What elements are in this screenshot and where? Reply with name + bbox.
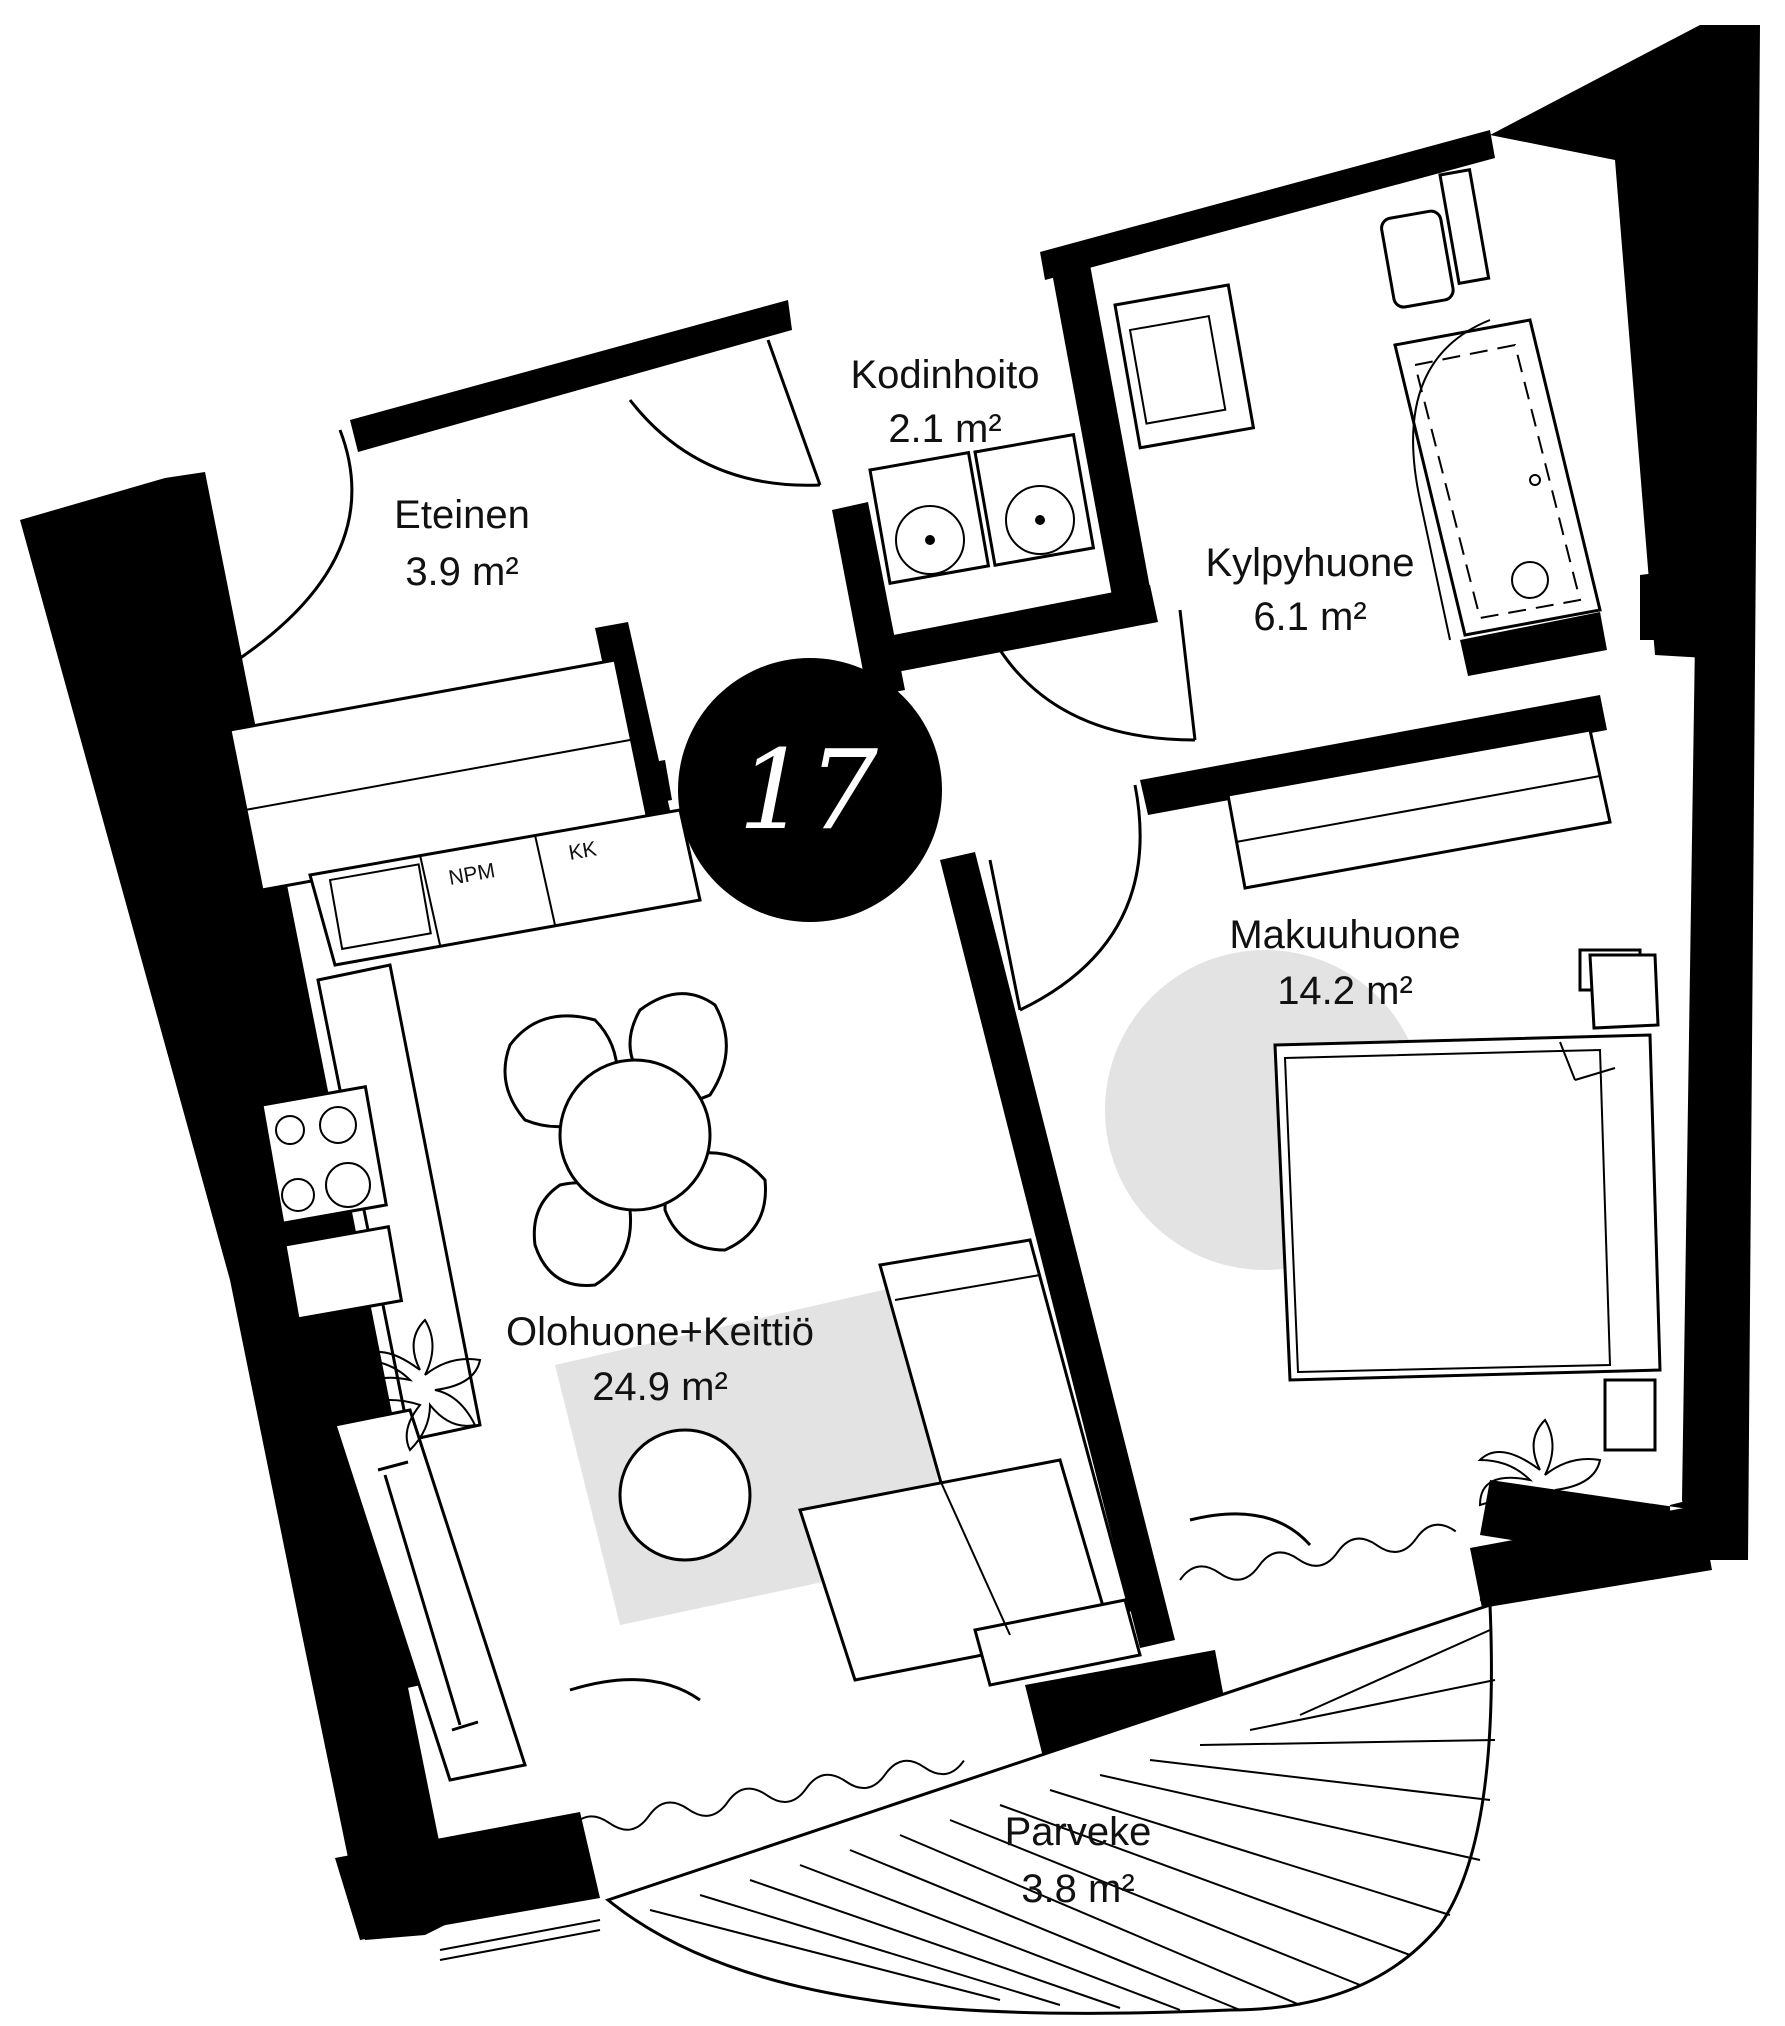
room-label-parveke: Parveke 3.8 m² <box>1005 1810 1152 1911</box>
plant-bedroom <box>1477 1418 1602 1552</box>
room-area: 14.2 m² <box>1277 969 1413 1013</box>
kitchen-counter <box>260 963 482 1442</box>
bed <box>1273 948 1662 1452</box>
plant-living <box>357 1318 482 1452</box>
bathtub <box>1393 318 1602 637</box>
room-name: Olohuone+Keittiö <box>506 1310 814 1354</box>
room-area: 3.9 m² <box>405 550 518 594</box>
sink <box>1113 283 1256 450</box>
room-label-kylpyhuone: Kylpyhuone 6.1 m² <box>1205 541 1414 639</box>
appliance-bay: NPM KK <box>308 808 702 967</box>
stove <box>260 1085 388 1225</box>
room-area: 24.9 m² <box>592 1365 728 1409</box>
apartment-number: 17 <box>738 726 878 854</box>
windows <box>439 1559 1641 1961</box>
kk-label: KK <box>567 837 599 865</box>
room-area: 3.8 m² <box>1021 1867 1134 1911</box>
apartment-number-badge: 17 <box>678 658 942 922</box>
room-label-olohuone: Olohuone+Keittiö 24.9 m² <box>506 1310 814 1409</box>
room-label-makuuhuone: Makuuhuone 14.2 m² <box>1229 913 1460 1013</box>
toilet <box>1380 168 1491 309</box>
sofa <box>798 1238 1142 1687</box>
nightstand <box>1588 953 1660 1030</box>
room-name: Kylpyhuone <box>1205 541 1414 585</box>
room-name: Parveke <box>1005 1810 1152 1854</box>
room-name: Kodinhoito <box>850 353 1039 397</box>
balcony <box>604 1602 1496 2015</box>
sideboard <box>333 1408 527 1782</box>
doors <box>173 339 1312 1702</box>
curtain-living <box>569 1759 965 1831</box>
room-label-kodinhoito: Kodinhoito 2.1 m² <box>850 353 1039 451</box>
washer-dryer <box>868 432 1096 585</box>
room-name: Makuuhuone <box>1229 913 1460 957</box>
dining-set <box>503 992 767 1287</box>
wardrobe-makuuhuone <box>1226 728 1612 890</box>
bathroom-fixtures <box>1113 168 1602 641</box>
room-label-eteinen: Eteinen 3.9 m² <box>394 493 530 594</box>
room-area: 6.1 m² <box>1253 595 1366 639</box>
room-name: Eteinen <box>394 493 530 537</box>
curtain-bedroom <box>1179 1523 1457 1581</box>
room-area: 2.1 m² <box>888 407 1001 451</box>
